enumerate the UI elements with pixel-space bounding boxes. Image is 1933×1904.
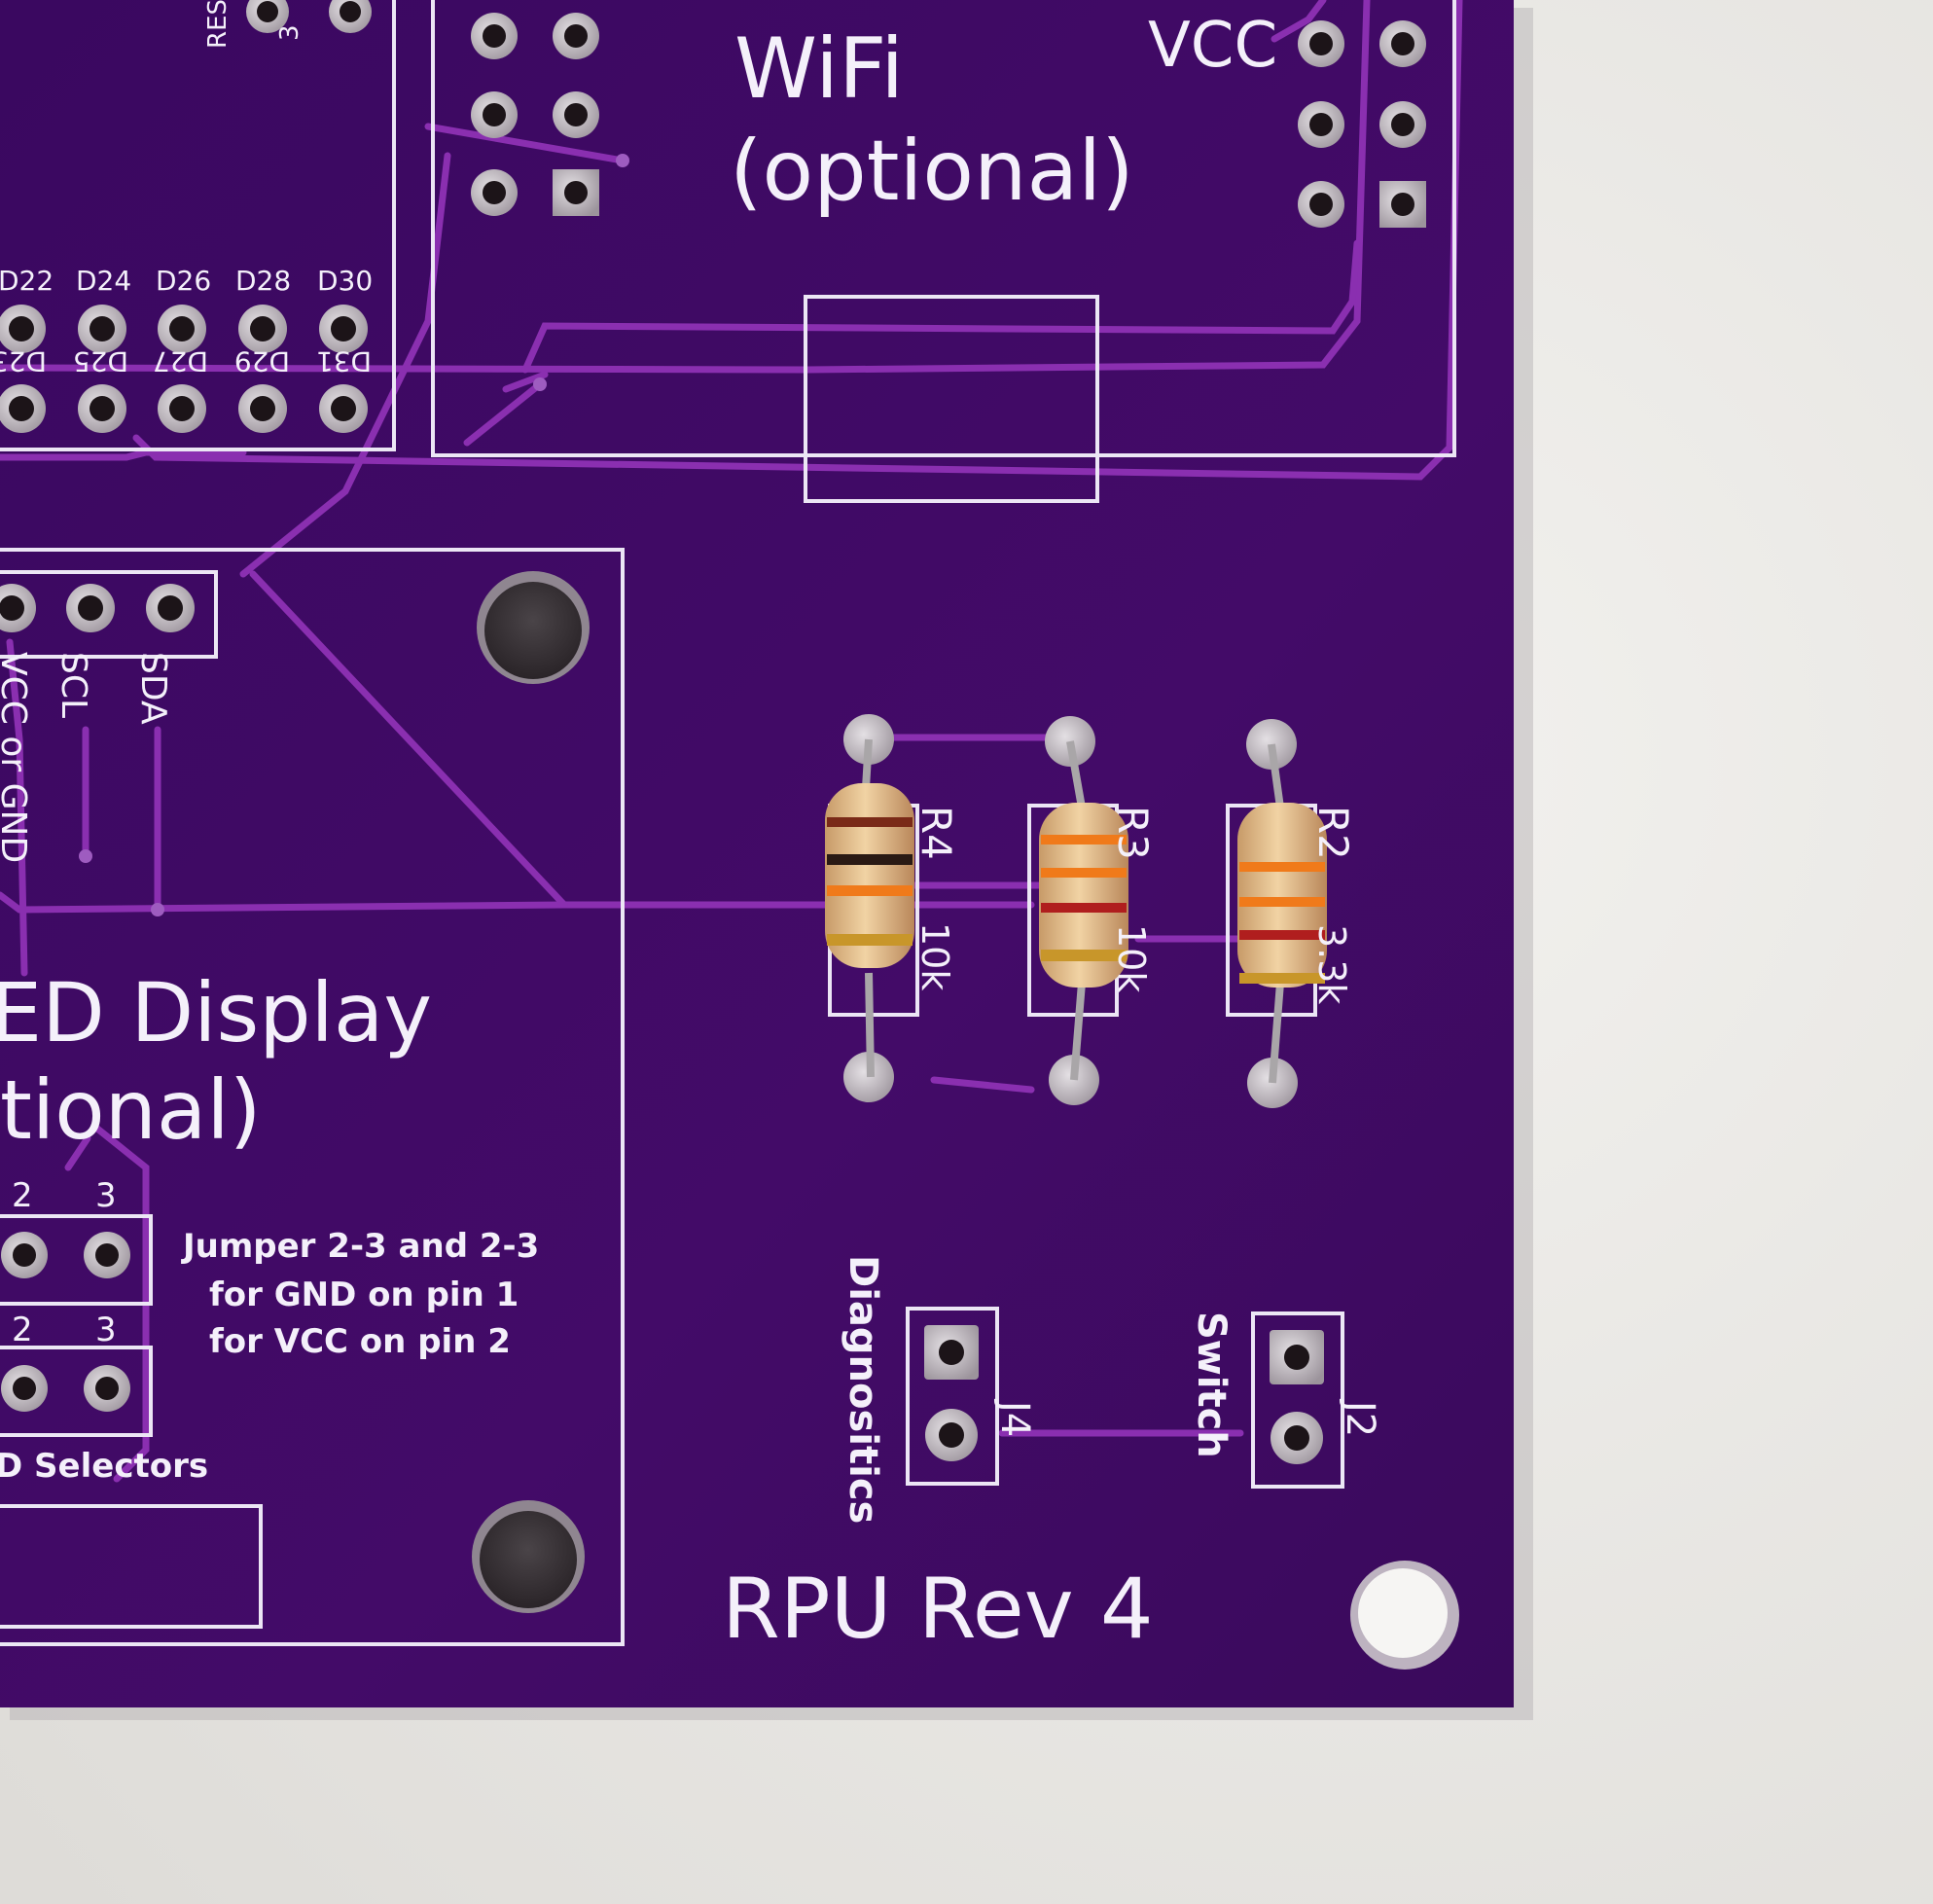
mounting-holes (79, 154, 1459, 1670)
resistor-r4-ref: R4 (913, 806, 960, 860)
pad-holes (0, 1, 1414, 1451)
resistor-r3-value: 10k (1110, 924, 1153, 992)
display-pin-vcc: VCC or GND (0, 652, 33, 863)
header-label: D23 (0, 345, 47, 377)
resistor-r4-value: 10k (913, 922, 956, 990)
wifi-title: WiFi (734, 20, 904, 118)
jumper-row2-label-3: 3 (95, 1311, 117, 1349)
jumper-row1-label-2: 2 (12, 1176, 33, 1215)
display-pin-scl: SCL (54, 652, 93, 718)
header-label: D29 (234, 345, 290, 377)
jumper-row1-label-3: 3 (95, 1176, 117, 1215)
header-labels-top: D22 D24 D26 D28 D30 (0, 265, 373, 297)
connector-j2-label: Switch (1189, 1311, 1234, 1458)
jumper-note-line2: for GND on pin 1 (209, 1275, 519, 1314)
board-revision-label: RPU Rev 4 (722, 1561, 1154, 1658)
connector-j2-ref: J2 (1338, 1398, 1382, 1437)
resistor-r2-ref: R2 (1309, 806, 1357, 860)
resistor-r3-ref: R3 (1109, 806, 1157, 860)
header-label: D28 (235, 265, 291, 297)
display-title: ED Display (0, 965, 432, 1060)
header-label: D22 (0, 265, 54, 297)
header-label: D25 (73, 345, 128, 377)
connector-j4-label: Diagnositics (841, 1255, 885, 1524)
header-label: D30 (317, 265, 373, 297)
resistor-r2-value: 3.3k (1310, 924, 1353, 1004)
header-labels-bottom: D23 D25 D27 D29 D31 (0, 345, 372, 377)
connector-j4-ref: J4 (992, 1398, 1037, 1437)
display-pin-sda: SDA (133, 652, 173, 725)
jumper-note-line1: Jumper 2-3 and 2-3 (181, 1227, 539, 1266)
corner-pin-label: 3 (275, 24, 304, 41)
resistor-r4 (825, 738, 914, 1078)
jumper-row2-label-2: 2 (12, 1311, 33, 1349)
display-subtitle: tional) (0, 1062, 262, 1158)
resistor-r3 (1039, 740, 1128, 1081)
header-label: D27 (153, 345, 208, 377)
jumper-note-line3: for VCC on pin 2 (209, 1322, 511, 1361)
wifi-subtitle: (optional) (730, 123, 1134, 220)
selectors-label: D Selectors (0, 1447, 208, 1486)
header-label: D24 (76, 265, 131, 297)
resistor-r2 (1237, 743, 1327, 1084)
reset-label: RES (203, 0, 233, 49)
header-label: D26 (156, 265, 211, 297)
header-label: D31 (316, 345, 372, 377)
wifi-vcc-label: VCC (1148, 10, 1277, 82)
